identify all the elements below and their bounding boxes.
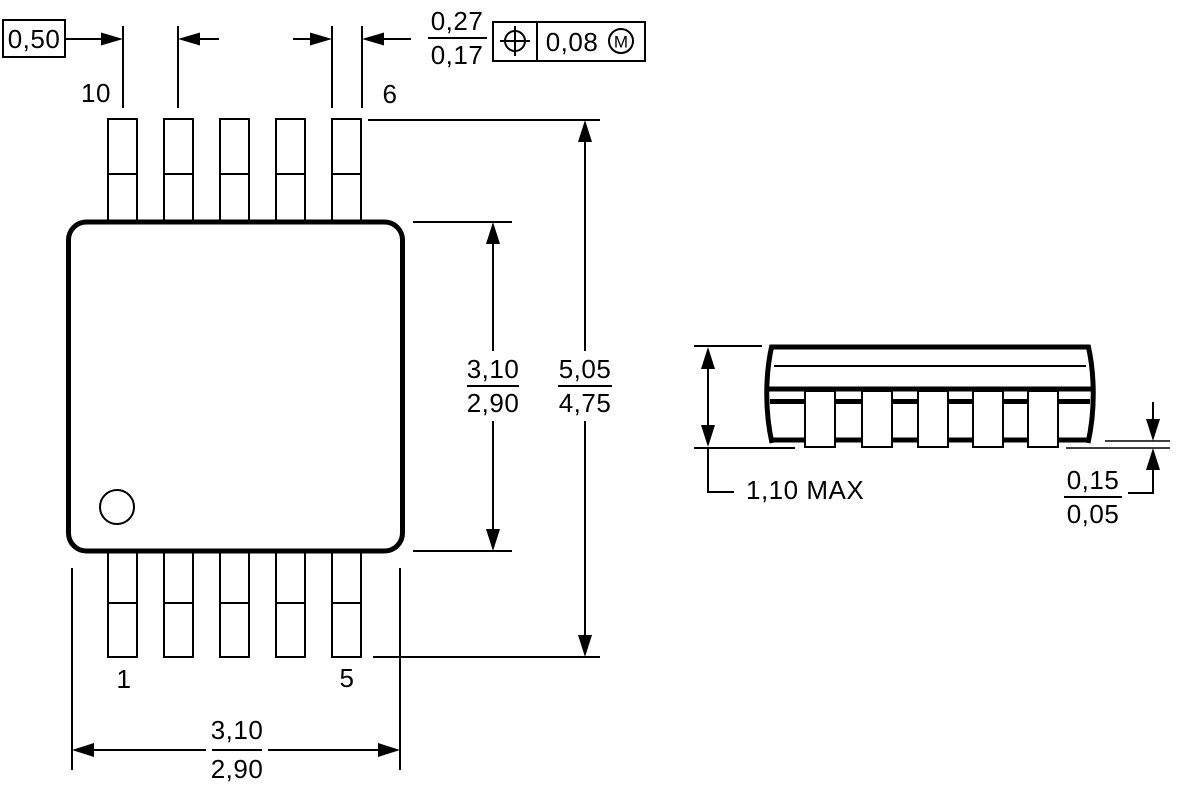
pin-6: [331, 118, 362, 224]
pin5-label: 5: [340, 663, 355, 693]
arrowhead-down: [578, 635, 592, 657]
side-lead: [1027, 390, 1059, 448]
fcf-box: [492, 21, 646, 62]
body-span-max: 3,10: [467, 354, 520, 384]
lead-width-min: 0,17: [431, 40, 484, 70]
leader-line: [1128, 469, 1154, 494]
feature-control-frame: 0,08 M: [492, 21, 646, 62]
arrowhead-up: [578, 120, 592, 142]
mmc-letter: M: [614, 33, 628, 52]
pitch-dimension: 0,50: [2, 19, 219, 108]
top-view: 10 6 1 5 0,50 0,27 0,17: [2, 6, 646, 784]
arrowhead-down: [1146, 419, 1160, 441]
side-lead: [917, 390, 949, 448]
side-lead: [861, 390, 893, 448]
standoff-dimension: 0,15 0,05: [1064, 402, 1170, 529]
bottom-pins: [107, 549, 362, 658]
arrowhead-right: [310, 32, 332, 46]
max-material-condition-icon: M: [608, 28, 634, 54]
side-lead: [804, 390, 836, 448]
overall-span-max: 5,05: [559, 354, 612, 384]
pin-10: [107, 118, 138, 224]
side-lead: [972, 390, 1004, 448]
arrowhead-right: [101, 32, 123, 46]
body-span-min: 2,90: [467, 388, 520, 418]
top-pins: [107, 118, 362, 224]
pin6-label: 6: [383, 79, 398, 109]
arrowhead-up: [486, 222, 500, 244]
overall-span-min: 4,75: [559, 388, 612, 418]
arrowhead-up: [1146, 448, 1160, 470]
height-dimension: 1,10 MAX: [694, 345, 864, 505]
body-span-horizontal-dimension: 3,10 2,90: [71, 568, 401, 784]
body-width-max: 3,10: [211, 715, 264, 745]
position-tolerance-icon: [500, 26, 530, 56]
package-body-outline: [66, 219, 405, 554]
standoff-min: 0,05: [1067, 499, 1120, 529]
arrowhead-left: [72, 743, 94, 757]
pin1-index-mark: [99, 489, 135, 525]
side-body-outline: [764, 344, 1096, 444]
pin-7: [275, 118, 306, 224]
body-width-min: 2,90: [211, 754, 264, 784]
side-body-left-edge: [764, 344, 775, 444]
pin-8: [219, 118, 250, 224]
lead-width-dimension: 0,27 0,17: [293, 6, 487, 108]
height-value: 1,10 MAX: [746, 475, 864, 505]
pin1-label: 1: [117, 664, 132, 694]
body-span-vertical-dimension: 3,10 2,90: [413, 221, 520, 552]
arrowhead-down: [486, 529, 500, 551]
arrowhead-left: [178, 32, 200, 46]
lead-width-max: 0,27: [431, 6, 484, 36]
arrowhead-up: [701, 347, 715, 369]
arrowhead-left: [362, 32, 384, 46]
side-body-right-edge: [1085, 344, 1096, 444]
arrowhead-right: [378, 743, 400, 757]
leader-line: [707, 448, 734, 493]
side-body-bottom-edges: [770, 399, 1090, 443]
pin-9: [163, 118, 194, 224]
pitch-value: 0,50: [8, 24, 61, 54]
pin10-label: 10: [81, 78, 111, 108]
overall-span-dimension: 5,05 4,75: [368, 119, 612, 658]
fcf-tolerance-value: 0,08: [546, 27, 599, 57]
standoff-max: 0,15: [1067, 465, 1120, 495]
side-view: 1,10 MAX 0,15 0,05: [694, 344, 1170, 529]
arrowhead-down: [701, 425, 715, 447]
